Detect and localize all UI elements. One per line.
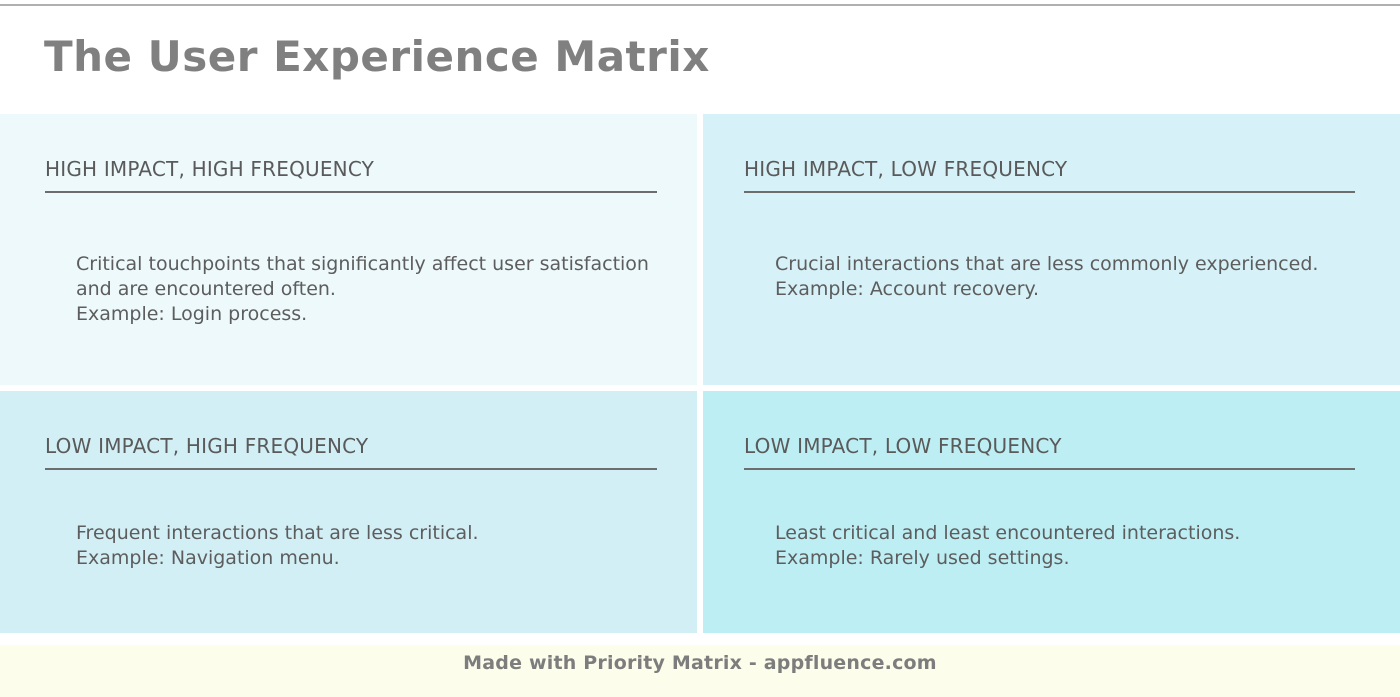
- page-title: The User Experience Matrix: [44, 32, 710, 81]
- quadrant-high-impact-high-frequency[interactable]: HIGH IMPACT, HIGH FREQUENCY Critical tou…: [0, 114, 697, 385]
- top-divider-rule: [0, 4, 1400, 6]
- quadrant-low-impact-low-frequency[interactable]: LOW IMPACT, LOW FREQUENCY Least critical…: [703, 391, 1400, 633]
- quadrant-low-impact-high-frequency[interactable]: LOW IMPACT, HIGH FREQUENCY Frequent inte…: [0, 391, 697, 633]
- quadrant-header-rule: [744, 468, 1355, 470]
- quadrant-body-low-impact-high-frequency: Frequent interactions that are less crit…: [76, 522, 479, 569]
- quadrant-header-rule: [744, 191, 1355, 193]
- footer-attribution[interactable]: Made with Priority Matrix - appfluence.c…: [463, 652, 937, 674]
- quadrant-header-high-impact-low-frequency: HIGH IMPACT, LOW FREQUENCY: [744, 157, 1068, 181]
- title-bar: The User Experience Matrix: [0, 6, 1400, 112]
- quadrant-matrix: HIGH IMPACT, HIGH FREQUENCY Critical tou…: [0, 114, 1400, 633]
- quadrant-body-high-impact-low-frequency: Crucial interactions that are less commo…: [775, 253, 1319, 300]
- quadrant-header-rule: [45, 191, 657, 193]
- quadrant-high-impact-low-frequency[interactable]: HIGH IMPACT, LOW FREQUENCY Crucial inter…: [703, 114, 1400, 385]
- quadrant-body-high-impact-high-frequency: Critical touchpoints that significantly …: [76, 253, 649, 325]
- quadrant-header-low-impact-low-frequency: LOW IMPACT, LOW FREQUENCY: [744, 434, 1062, 458]
- quadrant-header-high-impact-high-frequency: HIGH IMPACT, HIGH FREQUENCY: [45, 157, 375, 181]
- quadrant-header-low-impact-high-frequency: LOW IMPACT, HIGH FREQUENCY: [45, 434, 369, 458]
- quadrant-body-low-impact-low-frequency: Least critical and least encountered int…: [775, 522, 1241, 569]
- footer-bar: Made with Priority Matrix - appfluence.c…: [0, 645, 1400, 697]
- quadrant-header-rule: [45, 468, 657, 470]
